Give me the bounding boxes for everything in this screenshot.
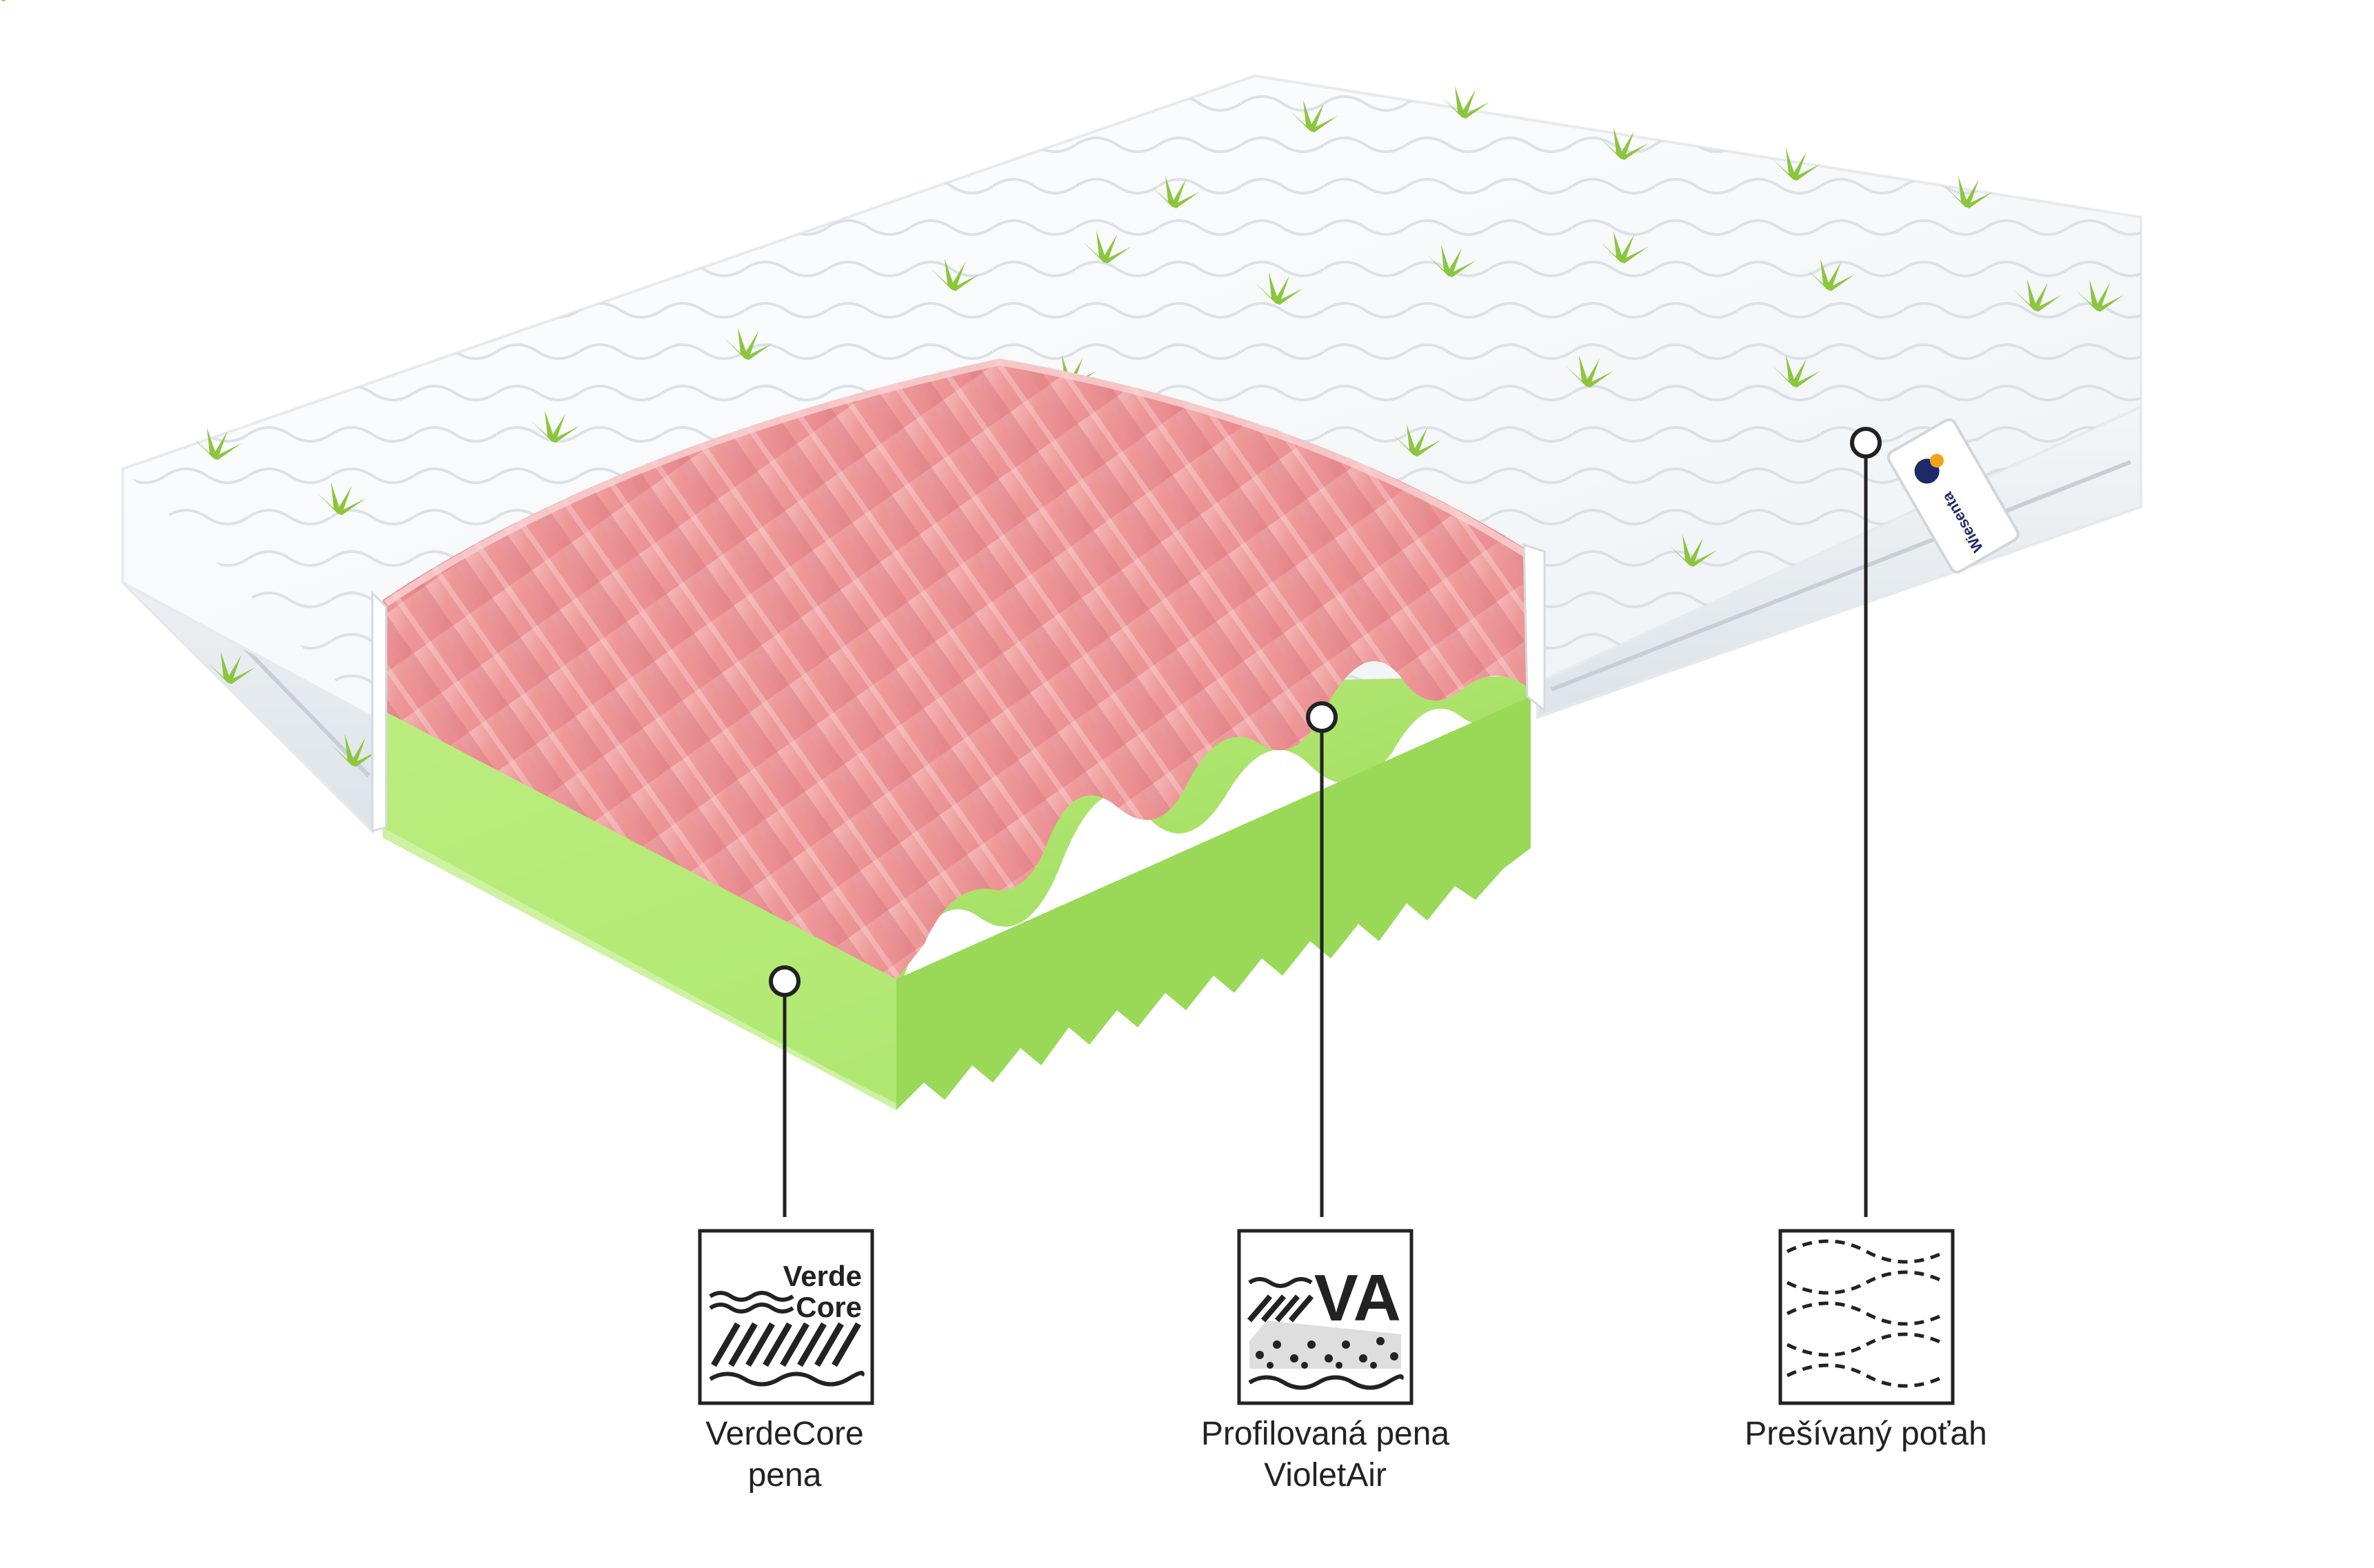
callout-verdecore <box>769 965 801 1217</box>
label-violetair-line1: Profilovaná pena <box>1200 1416 1450 1452</box>
callout-violetair <box>1306 701 1338 1217</box>
verdecore-foam-icon: Verde Core <box>698 1229 874 1405</box>
label-violetair: Profilovaná pena VioletAir <box>1146 1414 1505 1496</box>
label-cover-line1: Prešívaný poťah <box>1744 1416 1987 1452</box>
brand-tag: Wiesenta <box>1887 418 2020 574</box>
green-base-foam-front <box>383 710 896 1110</box>
callout-dot-cover <box>1850 427 1882 459</box>
callout-cover <box>1850 427 1882 1217</box>
pink-profiled-foam <box>383 359 1531 979</box>
label-cover: Prešívaný poťah <box>1687 1414 2045 1455</box>
violetair-badge-text: VA <box>1314 1261 1401 1335</box>
aloe-leaf-pattern <box>0 0 2124 767</box>
foam-cutaway <box>371 358 1546 1110</box>
green-foam-wave-edge <box>896 696 1531 1110</box>
verdecore-badge-line1: Verde <box>783 1260 862 1292</box>
callout-dot-violetair <box>1306 701 1338 733</box>
cover-cut-edge-right <box>1522 543 1546 713</box>
label-verdecore-line1: VerdeCore <box>705 1416 864 1452</box>
pink-foam-ridges <box>384 358 1529 607</box>
verdecore-badge-line2: Core <box>796 1291 862 1323</box>
callout-dot-verdecore <box>769 965 801 997</box>
cover-cut-edge-left <box>371 590 388 832</box>
label-verdecore: VerdeCore pena <box>605 1414 964 1496</box>
violetair-foam-icon: VA <box>1237 1229 1414 1405</box>
label-verdecore-line2: pena <box>747 1457 822 1494</box>
label-violetair-line2: VioletAir <box>1264 1457 1387 1494</box>
quilted-cover-icon <box>1778 1229 1955 1405</box>
